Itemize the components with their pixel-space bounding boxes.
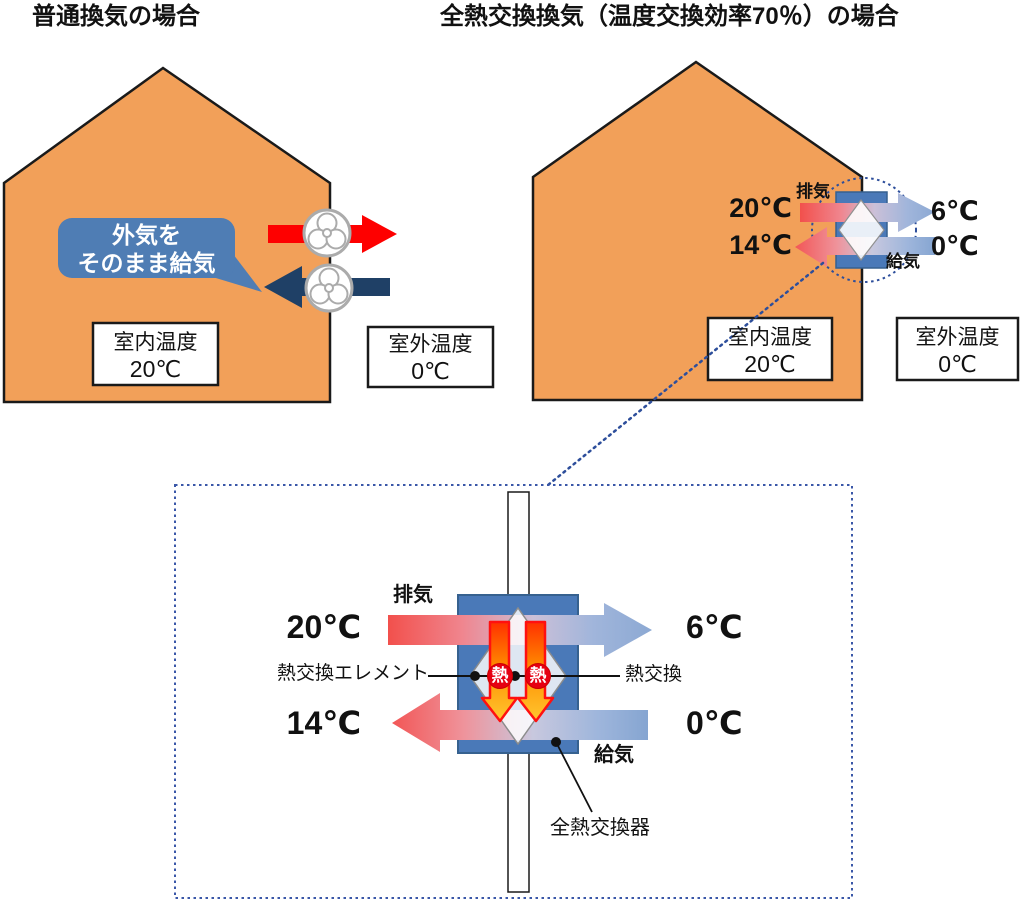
right-house-shape [531, 60, 864, 402]
exhaust-out-temp: 6℃ [931, 196, 979, 226]
outdoor-temp-label: 室外温度 [388, 333, 473, 356]
detail-exhaust-in-temp: 20℃ [286, 609, 361, 645]
detail-supply-in-temp: 0℃ [686, 705, 743, 741]
heat-exchange-label: 熱交換 [625, 664, 683, 685]
outdoor-temp-label: 室外温度 [915, 326, 1000, 349]
detail-heat-exchanger [388, 594, 652, 813]
exhaust-in-temp: 20℃ [729, 193, 792, 223]
heat-exchanger-unit-label: 全熱交換器 [550, 817, 650, 839]
indoor-temp-value: 20℃ [744, 351, 796, 377]
left-indoor-temp-box: 室内温度 20℃ [93, 329, 218, 383]
detail-supply-label: 給気 [594, 744, 634, 766]
heat-badge-circle [487, 663, 513, 689]
right-outdoor-box-bg [895, 316, 1020, 382]
magnifier-leader-line [546, 261, 825, 487]
supply-out-temp: 14℃ [729, 230, 792, 260]
right-indoor-temp-box: 室内温度 20℃ [708, 324, 832, 378]
outdoor-temp-value: 0℃ [938, 351, 977, 377]
supply-fan-icon [304, 263, 354, 313]
heat-badge-circle [525, 663, 551, 689]
supply-label: 給気 [886, 252, 920, 271]
detail-exhaust-out-temp: 6℃ [686, 609, 743, 645]
mini-heat-exchanger [795, 191, 935, 269]
left-outdoor-box-bg [366, 325, 495, 389]
outdoor-temp-value: 0℃ [411, 358, 450, 384]
indoor-temp-label: 室内温度 [728, 326, 812, 349]
detail-dotted-frame [174, 484, 853, 899]
right-indoor-box-bg [706, 316, 834, 382]
speech-bubble-line2: そのまま給気 [77, 250, 216, 276]
right-panel-title: 全熱交換換気（温度交換効率70％）の場合 [440, 3, 899, 30]
detail-supply-out-temp: 14℃ [286, 705, 361, 741]
speech-bubble [58, 218, 262, 292]
indoor-temp-label: 室内温度 [113, 331, 198, 354]
exhaust-fan-icon [302, 208, 352, 258]
left-indoor-box-bg [91, 321, 220, 387]
exchange-element-label: 熱交換エレメント [277, 663, 430, 684]
indoor-temp-value: 20℃ [129, 356, 182, 382]
magnifier-circle [811, 177, 917, 283]
speech-bubble-line1: 外気を [112, 222, 181, 248]
right-outdoor-temp-box: 室外温度 0℃ [897, 324, 1018, 378]
exhaust-label: 排気 [796, 182, 830, 201]
heat-badge-text: 熱 [491, 666, 509, 685]
speech-bubble-text: 外気を そのまま給気 [58, 221, 235, 277]
left-outdoor-temp-box: 室外温度 0℃ [368, 331, 493, 385]
left-panel-title: 普通換気の場合 [32, 3, 200, 30]
supply-in-temp: 0℃ [931, 231, 979, 261]
detail-exhaust-label: 排気 [393, 584, 433, 606]
heat-badge-text: 熱 [529, 666, 547, 685]
